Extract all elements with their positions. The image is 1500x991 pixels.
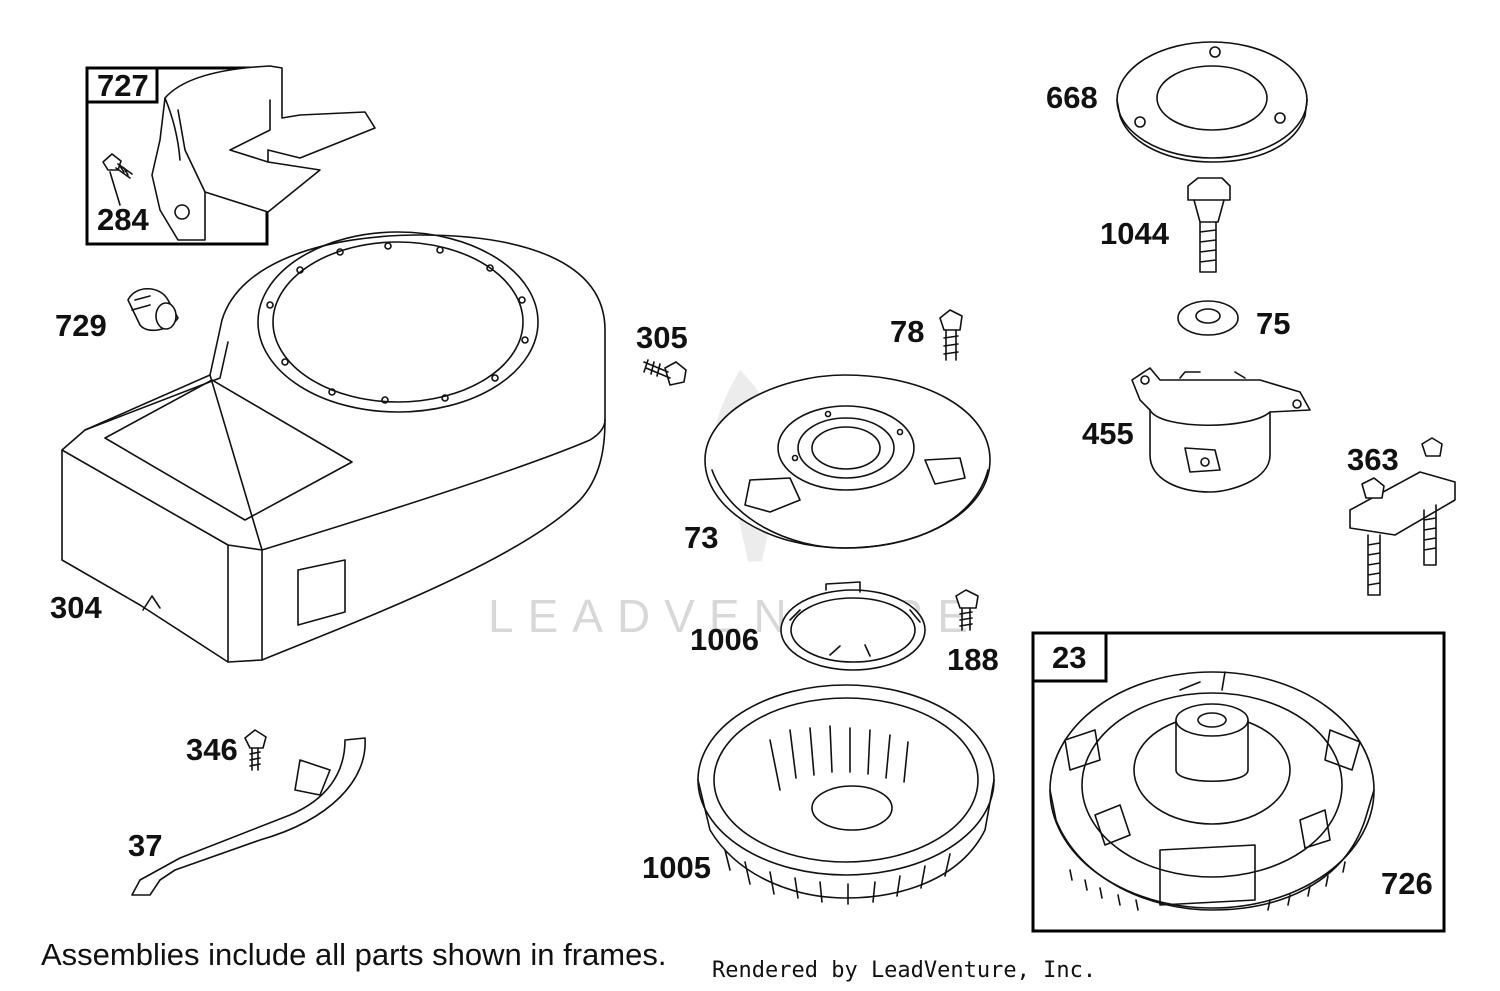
part-727-baffle[interactable] [151, 65, 376, 241]
label-726: 726 [1381, 866, 1433, 901]
part-37-air-guide[interactable] [131, 737, 366, 896]
part-1006-ratchet[interactable] [780, 581, 926, 671]
assembly-note: Assemblies include all parts shown in fr… [41, 937, 666, 972]
label-284: 284 [97, 202, 149, 237]
label-73: 73 [684, 520, 718, 555]
label-75: 75 [1256, 306, 1290, 341]
label-363: 363 [1347, 442, 1399, 477]
label-346: 346 [186, 732, 238, 767]
part-284-screw[interactable] [102, 153, 133, 206]
part-346-screw[interactable] [244, 729, 267, 771]
part-78-screw[interactable] [939, 309, 963, 361]
part-668-plate[interactable] [1116, 41, 1308, 163]
part-304-blower-housing[interactable] [61, 231, 606, 663]
label-304: 304 [50, 590, 102, 625]
render-credit: Rendered by LeadVenture, Inc. [712, 958, 1096, 983]
label-668: 668 [1046, 80, 1098, 115]
label-37: 37 [128, 828, 162, 863]
frame-23[interactable]: 23 [1031, 631, 1446, 933]
label-729: 729 [55, 308, 107, 343]
frame-727-label: 727 [97, 68, 149, 103]
part-1044-stud[interactable] [1187, 177, 1231, 273]
label-305: 305 [636, 320, 688, 355]
part-1005-fan[interactable] [697, 684, 995, 905]
part-729-grommet[interactable] [127, 287, 179, 332]
part-75-washer[interactable] [1177, 300, 1239, 336]
part-305-screw[interactable] [643, 359, 687, 386]
label-1044: 1044 [1100, 216, 1170, 251]
part-455-starter-cup[interactable] [1131, 367, 1311, 493]
frame-23-label: 23 [1052, 640, 1086, 675]
label-1006: 1006 [690, 622, 759, 657]
label-188: 188 [947, 642, 999, 677]
part-188-screw[interactable] [955, 589, 979, 631]
label-78: 78 [890, 314, 924, 349]
label-1005: 1005 [642, 850, 711, 885]
part-726-flywheel[interactable] [1049, 671, 1375, 911]
part-73-rotating-screen[interactable] [704, 374, 991, 549]
part-363-bracket[interactable] [1349, 437, 1456, 596]
label-455: 455 [1082, 416, 1134, 451]
